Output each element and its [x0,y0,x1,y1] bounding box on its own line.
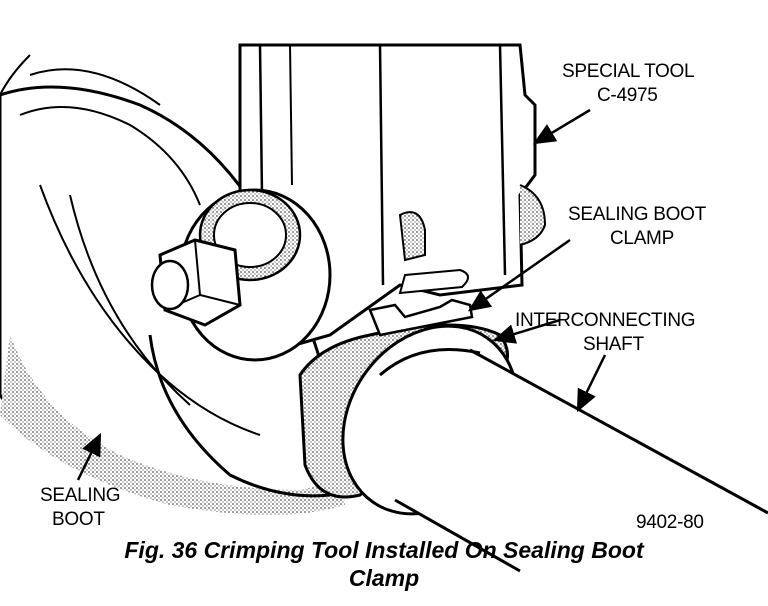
figure-code: 9402-80 [636,512,704,533]
caption-line-2: Clamp [348,565,420,591]
caption-line-1: Fig. 36 Crimping Tool Installed On Seali… [124,537,644,563]
label-shaft: INTERCONNECTING [515,310,695,331]
leader-lines [76,108,607,481]
label-tool-number: C-4975 [597,85,658,106]
figure-caption: Fig. 36 Crimping Tool Installed On Seali… [0,536,768,592]
label-boot-clamp-2: CLAMP [610,228,674,249]
tool-bolt [150,188,332,362]
label-boot-clamp: SEALING BOOT [568,204,707,225]
label-sealing-boot-2: BOOT [52,509,105,530]
interconnecting-shaft [368,347,768,573]
label-special-tool: SPECIAL TOOL [562,61,694,82]
label-shaft-2: SHAFT [583,334,644,355]
label-sealing-boot: SEALING [40,485,120,506]
